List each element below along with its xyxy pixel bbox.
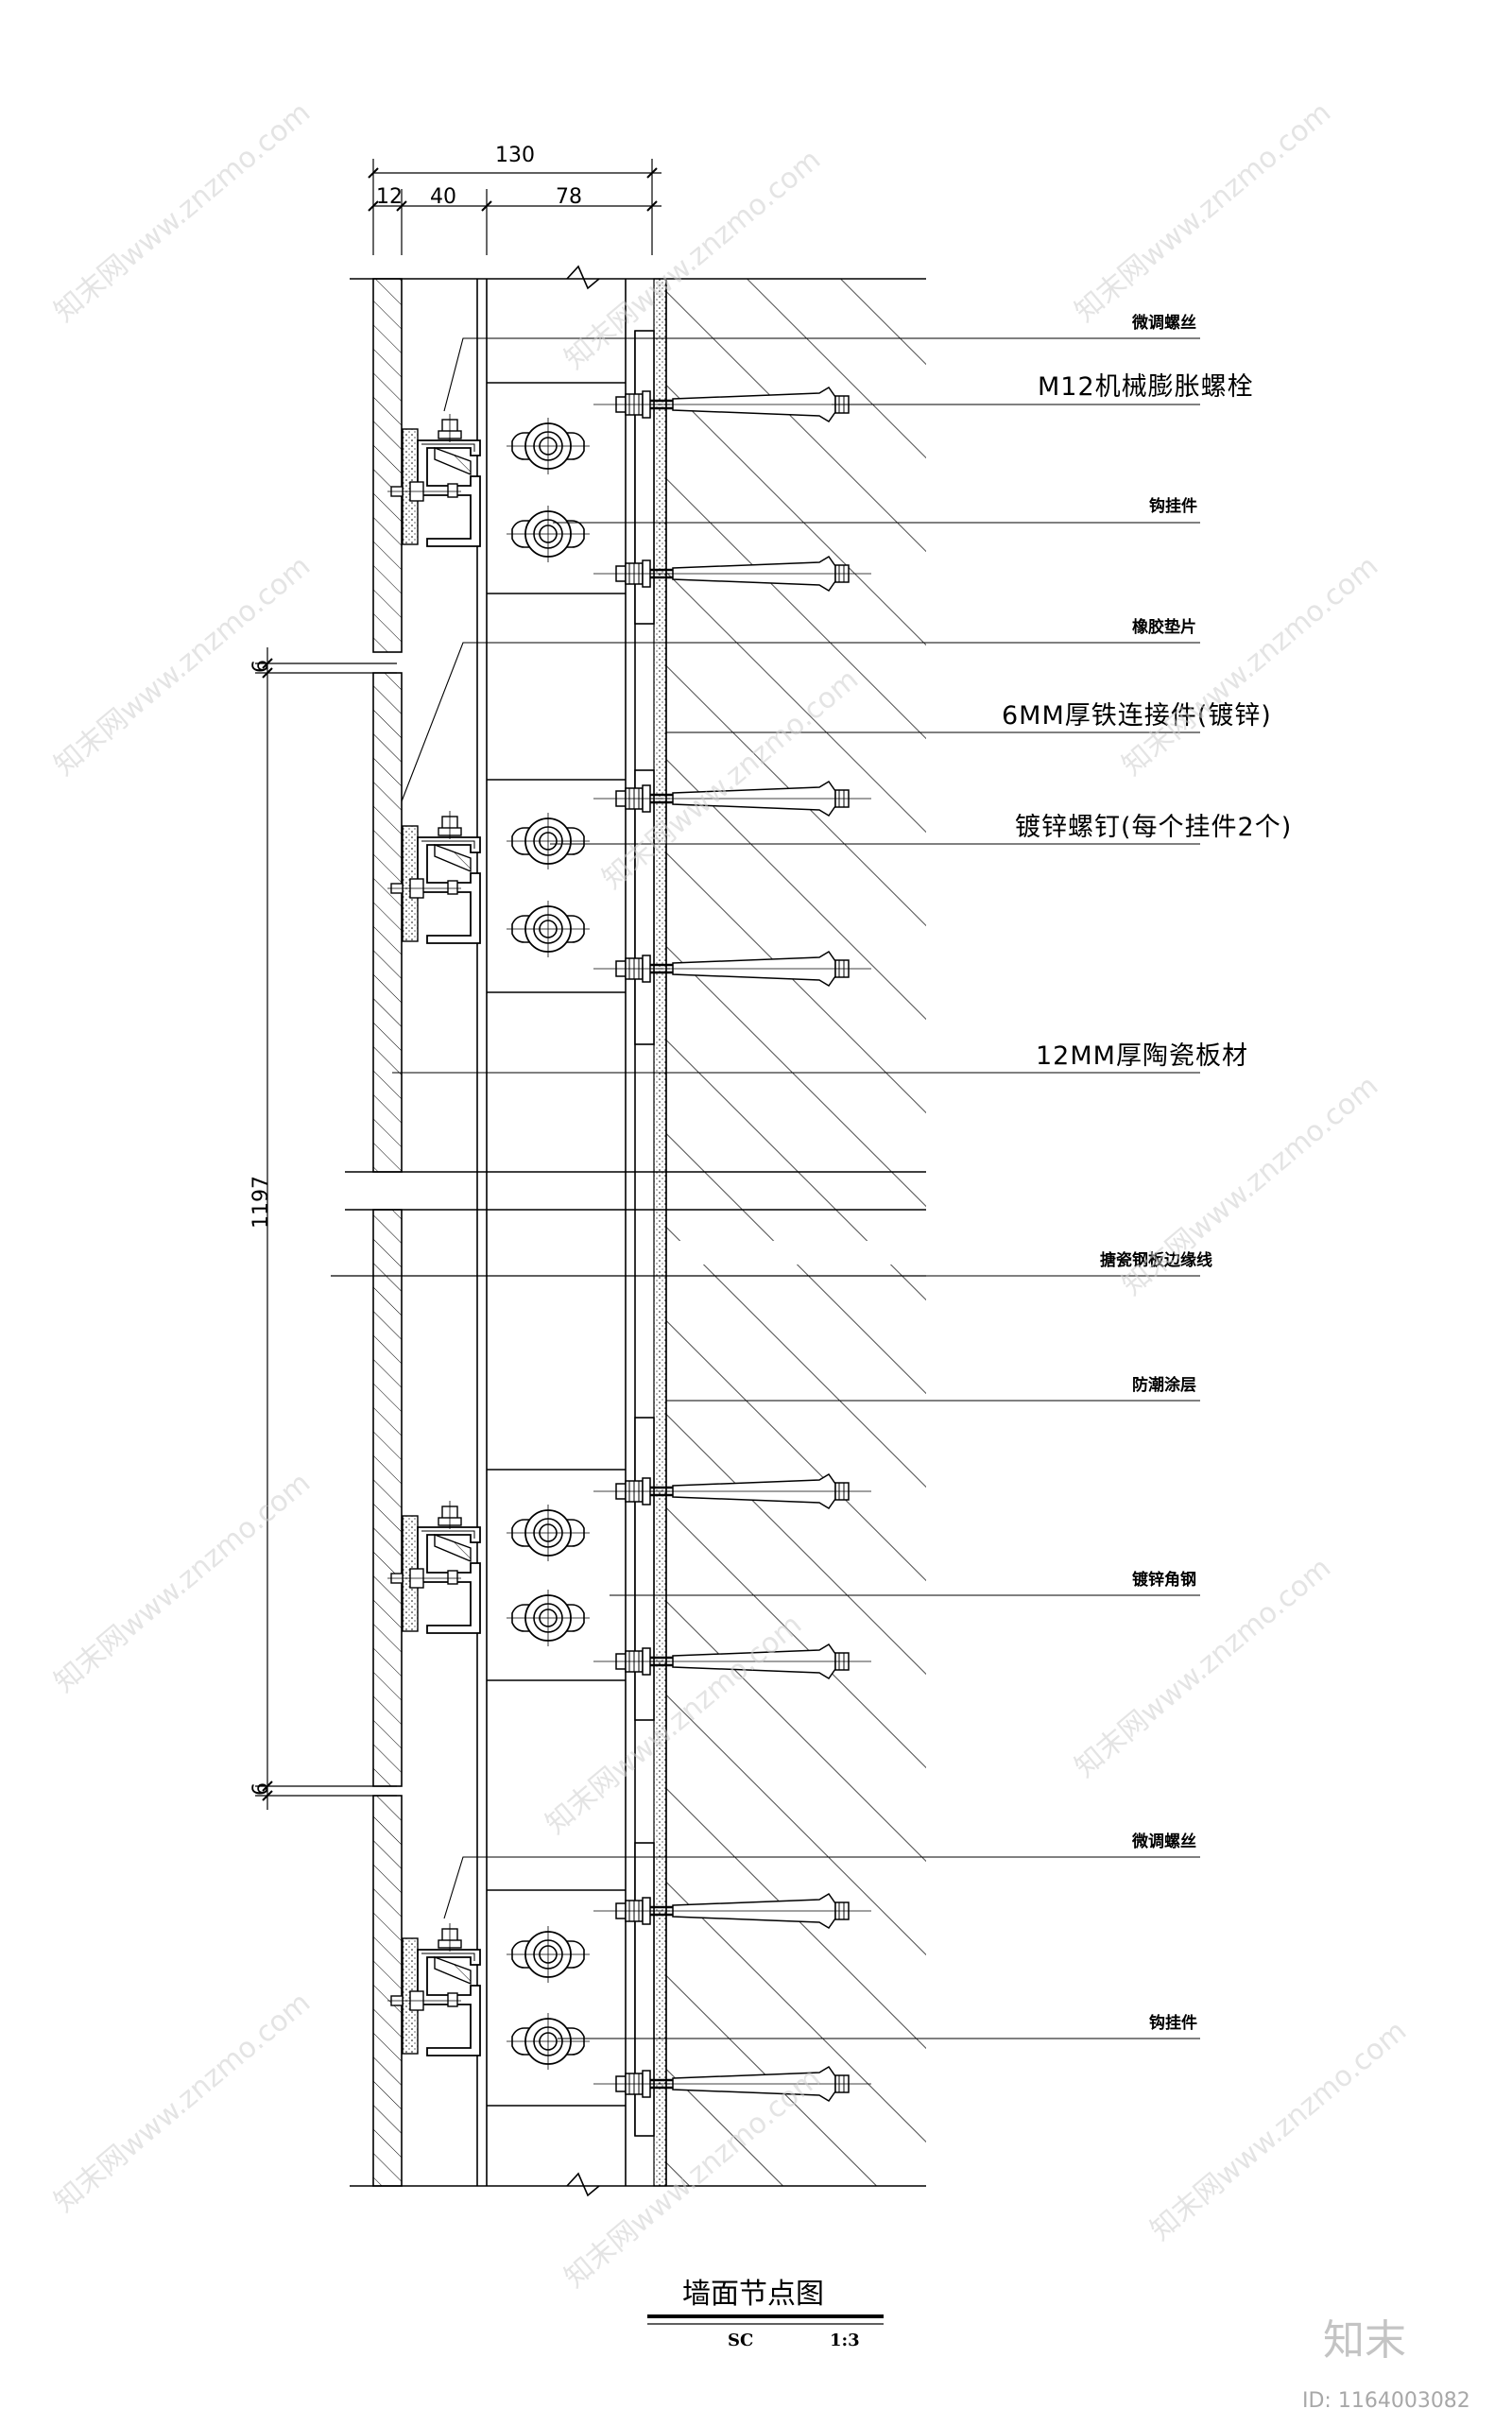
label-ceramic-12mm: 12MM厚陶瓷板材 bbox=[1036, 1041, 1248, 1071]
steel-frame bbox=[476, 279, 636, 2186]
label-edge-line: 搪瓷钢板边缘线 bbox=[1100, 1251, 1212, 1270]
dimension-total: 130 bbox=[495, 144, 535, 167]
brand-logo: 知末 bbox=[1323, 2316, 1406, 2365]
label-rubber-pad: 橡胶垫片 bbox=[1132, 618, 1196, 637]
label-hook-top: 钩挂件 bbox=[1149, 497, 1197, 516]
dimension-seg1: 12 bbox=[376, 185, 403, 209]
dimension-seg3: 78 bbox=[556, 185, 582, 209]
dimension-height: 1197 bbox=[249, 1176, 273, 1229]
label-m12-bolt: M12机械膨胀螺栓 bbox=[1038, 372, 1254, 402]
ceramic-panels bbox=[372, 278, 403, 2187]
dimension-seg2: 40 bbox=[430, 185, 456, 209]
label-connector-6mm: 6MM厚铁连接件(镀锌) bbox=[1002, 701, 1272, 731]
label-micro-screw-top: 微调螺丝 bbox=[1132, 314, 1196, 333]
dimension-gap-top: 6 bbox=[249, 660, 273, 673]
title-underline bbox=[647, 2314, 884, 2325]
label-galv-angle: 镀锌角钢 bbox=[1132, 1571, 1196, 1590]
drawing-code: SC bbox=[728, 2331, 754, 2350]
drawing-scale: 1:3 bbox=[830, 2331, 860, 2350]
label-galv-screw: 镀锌螺钉(每个挂件2个) bbox=[1015, 813, 1293, 842]
label-micro-screw-bottom: 微调螺丝 bbox=[1132, 1832, 1196, 1851]
dimension-gap-bottom: 6 bbox=[249, 1782, 273, 1796]
break-marks bbox=[566, 265, 600, 2197]
image-id: ID: 1164003082 bbox=[1302, 2389, 1470, 2413]
drawing-title: 墙面节点图 bbox=[682, 2278, 824, 2311]
concrete-wall bbox=[331, 278, 926, 2187]
label-hook-bottom: 钩挂件 bbox=[1149, 2014, 1197, 2033]
label-moisture-coat: 防潮涂层 bbox=[1132, 1376, 1196, 1395]
wall-plates bbox=[634, 330, 655, 2137]
leader-lines bbox=[335, 337, 1200, 2039]
top-dimensions bbox=[368, 159, 662, 255]
